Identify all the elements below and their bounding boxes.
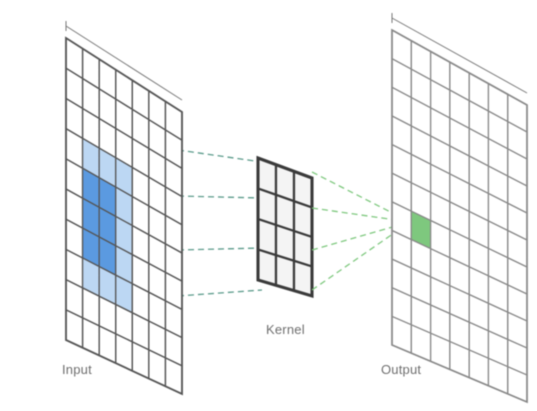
output-label: Output bbox=[381, 362, 422, 377]
input-kernel-links bbox=[177, 149, 263, 297]
input-kernel-link bbox=[177, 289, 263, 297]
input-kernel-link bbox=[177, 195, 263, 199]
input-label: Input bbox=[62, 362, 92, 377]
input-kernel-link bbox=[177, 247, 263, 251]
input-dimension-line bbox=[65, 25, 183, 101]
output-grid bbox=[391, 13, 528, 404]
input-grid bbox=[65, 21, 183, 396]
output-border bbox=[391, 28, 528, 404]
input-border bbox=[65, 36, 183, 396]
output-dimension-line bbox=[391, 17, 528, 94]
kernel-grid bbox=[256, 155, 314, 299]
kernel-label: Kernel bbox=[266, 322, 305, 337]
input-kernel-link bbox=[177, 149, 263, 163]
output-panel bbox=[392, 30, 527, 402]
kernel-border bbox=[256, 155, 314, 299]
